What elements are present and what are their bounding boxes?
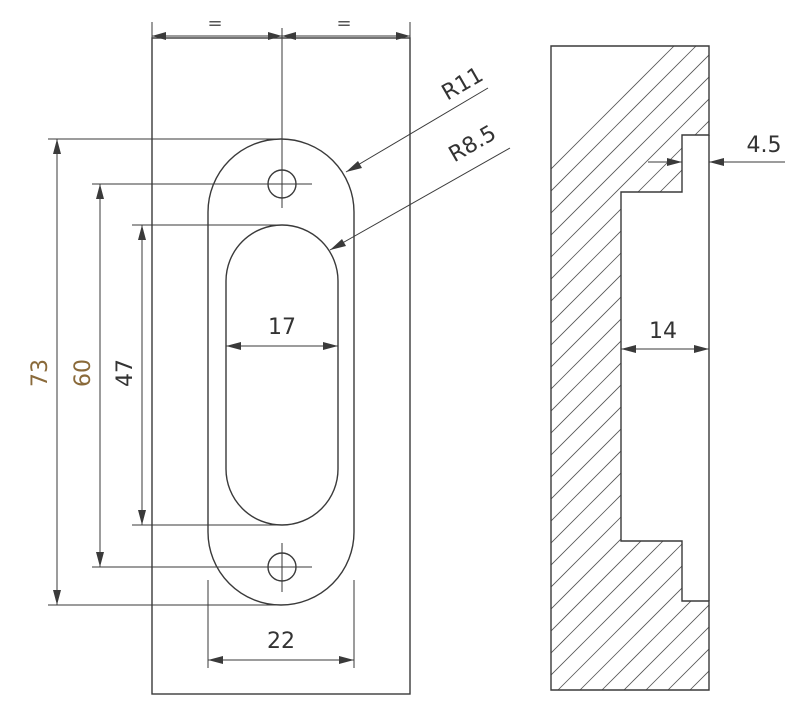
hatch-line — [551, 46, 709, 690]
recess-outline — [225, 224, 339, 526]
dimension-plate-width: 22 — [207, 580, 355, 668]
hatch-line — [551, 46, 709, 690]
hatch-line — [551, 46, 709, 690]
extension-lines — [48, 138, 282, 606]
hatch-line — [551, 46, 709, 690]
mounting-outline — [151, 37, 411, 695]
dimension-recess-length: 47 — [113, 225, 146, 525]
hatch-line — [551, 46, 709, 690]
screw-hole-bottom-crosshair — [258, 543, 312, 592]
label-hole-spacing: 60 — [71, 359, 96, 387]
hatch-line — [551, 46, 709, 690]
equal-mark-right: = — [336, 13, 351, 34]
label-overall-length: 73 — [28, 359, 53, 387]
hatch-line — [551, 46, 709, 690]
hatch-line — [551, 46, 709, 690]
hatch-line — [613, 46, 709, 690]
hatch-line — [569, 46, 709, 690]
front-view: = = 73 60 — [28, 13, 511, 695]
hatch-line — [551, 46, 709, 690]
section-outline — [550, 45, 710, 691]
equal-dimension: = = — [151, 13, 411, 50]
dimension-lip-depth: 4.5 — [648, 133, 785, 166]
screw-hole-top-crosshair — [258, 160, 312, 208]
leader-inner-radius: R8.5 — [329, 121, 511, 251]
label-recess-length: 47 — [113, 359, 138, 387]
hatch-line — [701, 46, 709, 690]
hatch-line — [635, 46, 709, 690]
dimension-overall-length: 73 — [28, 139, 61, 605]
section-view: 4.5 14 — [550, 45, 785, 691]
dimension-body-depth: 14 — [621, 319, 709, 353]
equal-mark-left: = — [207, 13, 222, 34]
label-outer-radius: R11 — [438, 63, 488, 106]
hatch-line — [551, 46, 709, 690]
plate-outline — [207, 138, 355, 606]
hatch-line — [551, 46, 709, 690]
hatch-line — [551, 46, 709, 690]
hatch-line — [551, 46, 709, 690]
hatch-line — [551, 46, 709, 690]
hatch-line — [551, 46, 709, 690]
hatch-line — [551, 46, 709, 690]
hatch-line — [551, 46, 709, 690]
label-plate-width: 22 — [267, 629, 295, 654]
label-lip-depth: 4.5 — [747, 133, 782, 158]
hatch-line — [657, 46, 709, 690]
hatch-line — [551, 46, 709, 690]
label-body-depth: 14 — [649, 319, 677, 344]
hatch-line — [551, 46, 709, 690]
dimension-hole-spacing: 60 — [71, 184, 104, 567]
hatch-line — [551, 46, 709, 690]
label-inner-radius: R8.5 — [445, 121, 501, 168]
hatch-line — [551, 46, 709, 690]
hatch-line — [551, 46, 709, 690]
dimension-recess-width: 17 — [226, 315, 338, 350]
label-recess-width: 17 — [268, 315, 296, 340]
